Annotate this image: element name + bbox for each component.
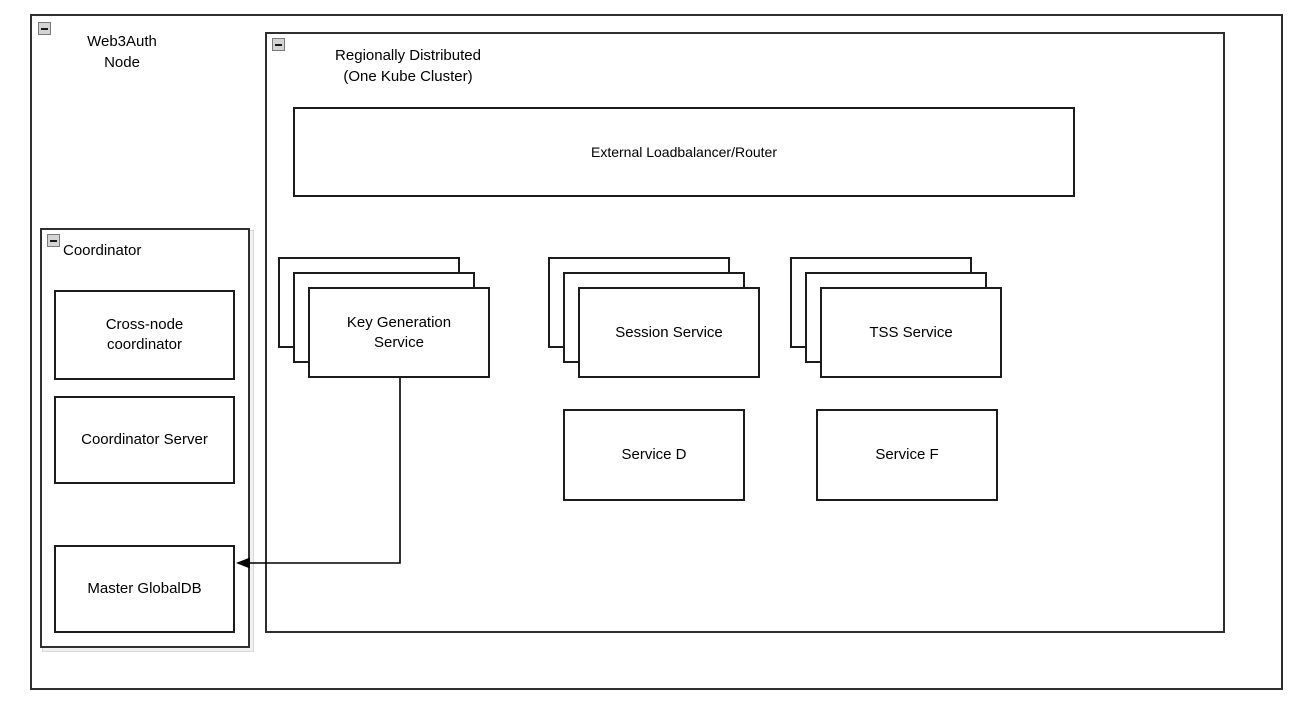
node-service-f[interactable]: Service F bbox=[816, 409, 998, 501]
group-label-kube-cluster: Regionally Distributed (One Kube Cluster… bbox=[335, 47, 481, 85]
stack-front-tss-service[interactable]: TSS Service bbox=[820, 287, 1002, 378]
node-external-loadbalancer-router[interactable]: External Loadbalancer/Router bbox=[293, 107, 1075, 197]
node-cross-node-coordinator[interactable]: Cross-node coordinator bbox=[54, 290, 235, 380]
stack-front-key-generation-service[interactable]: Key Generation Service bbox=[308, 287, 490, 378]
stacked-node-tss-service[interactable]: TSS Service bbox=[790, 257, 1002, 378]
group-label-coordinator: Coordinator bbox=[63, 242, 142, 259]
collapse-minus-icon-kube-cluster[interactable] bbox=[272, 38, 285, 51]
stacked-node-key-generation-service[interactable]: Key Generation Service bbox=[278, 257, 490, 378]
collapse-minus-icon-coordinator[interactable] bbox=[47, 234, 60, 247]
node-master-globaldb[interactable]: Master GlobalDB bbox=[54, 545, 235, 633]
node-service-d[interactable]: Service D bbox=[563, 409, 745, 501]
group-label-web3auth-node: Web3Auth Node bbox=[87, 33, 157, 71]
node-coordinator-server[interactable]: Coordinator Server bbox=[54, 396, 235, 484]
stacked-node-session-service[interactable]: Session Service bbox=[548, 257, 760, 378]
stack-front-session-service[interactable]: Session Service bbox=[578, 287, 760, 378]
collapse-minus-icon-web3auth-node[interactable] bbox=[38, 22, 51, 35]
